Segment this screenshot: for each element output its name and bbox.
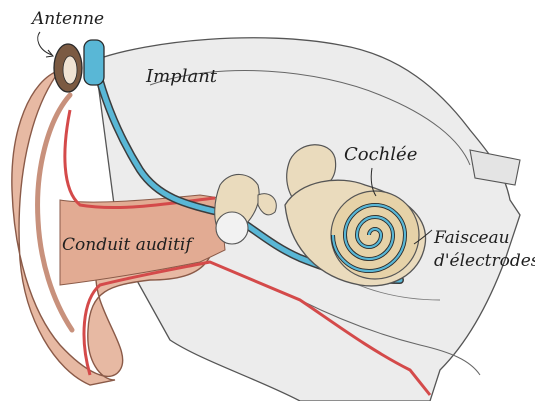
antenna-coil-inner bbox=[63, 56, 77, 84]
label-bundle-2: d'électrodes bbox=[434, 251, 535, 271]
label-cochlea: Cochlée bbox=[344, 144, 417, 165]
label-canal: Conduit auditif bbox=[62, 235, 194, 255]
label-implant: Implant bbox=[145, 66, 218, 87]
implant-receiver bbox=[84, 40, 104, 85]
label-bundle-1: Faisceau bbox=[433, 228, 510, 248]
eardrum bbox=[216, 212, 248, 244]
label-antenna: Antenne bbox=[30, 9, 104, 29]
